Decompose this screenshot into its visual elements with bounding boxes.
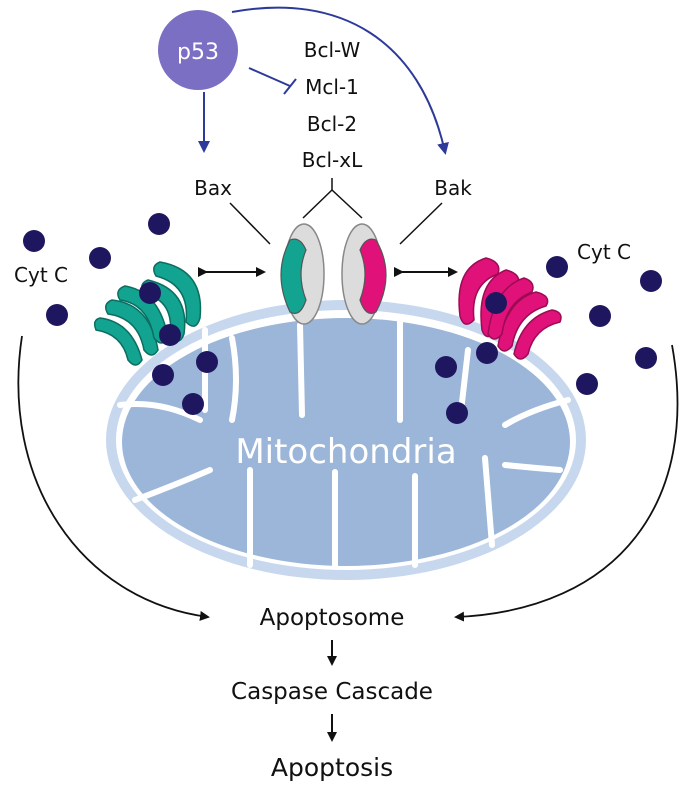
cytochrome-c-dot (476, 342, 498, 364)
cytochrome-c-dot (546, 256, 568, 278)
p53-label: p53 (177, 40, 219, 65)
p53-to-bak-arrow (231, 6, 449, 155)
cytochrome-c-dot (23, 230, 45, 252)
cytochrome-c-dot (148, 213, 170, 235)
apoptosis-label: Apoptosis (271, 753, 393, 782)
inhibition-bar-icon (283, 78, 297, 95)
p53-inhibits-bcl-arrow (248, 67, 291, 87)
bcl-xl-label: Bcl-xL (302, 148, 363, 172)
bax-pointer-line (229, 202, 271, 245)
mcl-1-label: Mcl-1 (305, 75, 359, 99)
mitochondria: Mitochondria (106, 300, 586, 580)
apoptosome-label: Apoptosome (260, 605, 405, 631)
cytochrome-c-dot (589, 305, 611, 327)
bcl-bax-complex (280, 223, 325, 325)
left-cytc-to-apoptosome-arrow (17, 335, 210, 621)
cytc-right-label: Cyt C (577, 240, 631, 264)
cytochrome-c-dot (46, 304, 68, 326)
mitochondria-cristae (117, 319, 571, 568)
cytochrome-c-dot (152, 364, 174, 386)
cytochrome-c-dot (576, 373, 598, 395)
bax-label: Bax (194, 176, 232, 200)
bcl-2-label: Bcl-2 (307, 112, 357, 136)
bak-pointer-line (399, 202, 443, 245)
cytochrome-c-dot (635, 347, 657, 369)
cytochrome-c-dot (640, 270, 662, 292)
caspase-cascade-label: Caspase Cascade (231, 679, 433, 705)
cytochrome-c-dot (446, 402, 468, 424)
bcl-connector-lines (302, 178, 363, 219)
bcl-family-list: Bcl-W Mcl-1 Bcl-2 Bcl-xL (302, 38, 363, 172)
cytochrome-c-dot (435, 356, 457, 378)
bax-pore-icon (280, 238, 307, 315)
p53-node: p53 (158, 10, 238, 90)
right-cytc-to-apoptosome-arrow (454, 344, 679, 622)
bak-label: Bak (434, 176, 472, 200)
bcl-bak-complex (341, 223, 387, 325)
mitochondria-label: Mitochondria (235, 432, 456, 472)
cytochrome-c-dot (159, 324, 181, 346)
cytochrome-c-dot (485, 292, 507, 314)
cytochrome-c-dot (89, 247, 111, 269)
cytochrome-c-dot (139, 282, 161, 304)
cytochrome-c-dots (23, 213, 662, 424)
cytc-left-label: Cyt C (14, 263, 68, 287)
cytochrome-c-dot (182, 393, 204, 415)
bcl-w-label: Bcl-W (304, 38, 361, 62)
bak-pore-icon (359, 238, 387, 315)
cytochrome-c-dot (196, 351, 218, 373)
bak-oligomer-pore (458, 257, 562, 360)
